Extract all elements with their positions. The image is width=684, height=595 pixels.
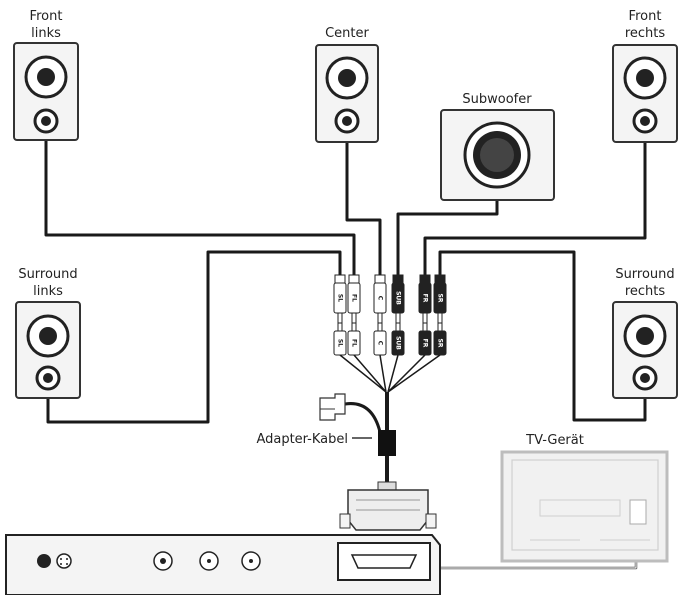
- rca-plug-top-4: FR: [418, 274, 432, 324]
- speaker-front-right: [612, 44, 678, 143]
- rca-plug-top-1: FL: [347, 274, 361, 324]
- cable-fan-in: [339, 354, 441, 393]
- speaker-front-left: [13, 42, 79, 141]
- rca-plug-top-0: SL: [333, 274, 347, 324]
- label-center: Center: [325, 26, 369, 41]
- cable-surround-left: [46, 250, 342, 424]
- plug-label: FL: [351, 294, 358, 302]
- speaker-surround-left: [15, 301, 81, 399]
- adapter-plug-icon: [319, 393, 346, 421]
- av-receiver: [5, 534, 441, 595]
- label-front-right-1: Front: [629, 9, 662, 24]
- label-front-left-1: Front: [30, 9, 63, 24]
- plug-label: C: [377, 341, 384, 346]
- jack-icon: [37, 554, 51, 568]
- label-front-right-2: rechts: [625, 26, 666, 41]
- scart-connector-icon: [339, 481, 437, 531]
- rca-plugs-top-row: SL FL C SUB FR SR: [333, 274, 447, 324]
- plug-label: SUB: [395, 336, 402, 350]
- cable-center: [345, 142, 382, 275]
- label-front-left-2: links: [31, 26, 61, 41]
- plug-label: SR: [437, 294, 444, 303]
- plug-label: FR: [422, 339, 429, 348]
- plug-label: SL: [337, 294, 344, 302]
- cable-front-left: [44, 140, 356, 275]
- rca-plug-bottom-4: FR: [418, 322, 432, 356]
- rca-plugs-bottom-row: SL FL C SUB FR SR: [333, 322, 447, 356]
- speaker-surround-right: [612, 301, 678, 399]
- plug-label: FL: [351, 339, 358, 347]
- plug-label: FR: [422, 294, 429, 303]
- cable-subwoofer: [396, 200, 499, 275]
- tv-device: [500, 450, 669, 563]
- rca-plug-bottom-1: FL: [347, 322, 361, 356]
- label-surround-left-1: Surround: [18, 267, 77, 282]
- label-adapter-cable: Adapter-Kabel: [256, 432, 348, 447]
- rca-plug-bottom-2: C: [373, 322, 387, 356]
- cable-surround-right: [438, 250, 647, 422]
- rca-plug-top-3: SUB: [391, 274, 405, 324]
- label-surround-right-1: Surround: [615, 267, 674, 282]
- plug-label: C: [377, 296, 384, 301]
- label-surround-right-2: rechts: [625, 284, 666, 299]
- plug-label: SL: [337, 339, 344, 347]
- adapter-cable-block: [352, 430, 396, 456]
- cables: [44, 140, 647, 570]
- rca-plug-top-2: C: [373, 274, 387, 324]
- plug-label: SR: [437, 339, 444, 348]
- speaker-subwoofer: [440, 109, 555, 201]
- speaker-center: [315, 44, 379, 143]
- rca-plug-bottom-0: SL: [333, 322, 347, 356]
- label-tv: TV-Gerät: [525, 433, 584, 448]
- rca-plug-bottom-3: SUB: [391, 322, 405, 356]
- cable-front-right: [423, 142, 647, 275]
- rca-plug-top-5: SR: [433, 274, 447, 324]
- cable-adapter-branch: [344, 402, 382, 433]
- rca-plug-bottom-5: SR: [433, 322, 447, 356]
- plug-label: SUB: [395, 291, 402, 305]
- label-subwoofer: Subwoofer: [462, 92, 532, 107]
- label-surround-left-2: links: [33, 284, 63, 299]
- svideo-jack-icon: [56, 553, 72, 569]
